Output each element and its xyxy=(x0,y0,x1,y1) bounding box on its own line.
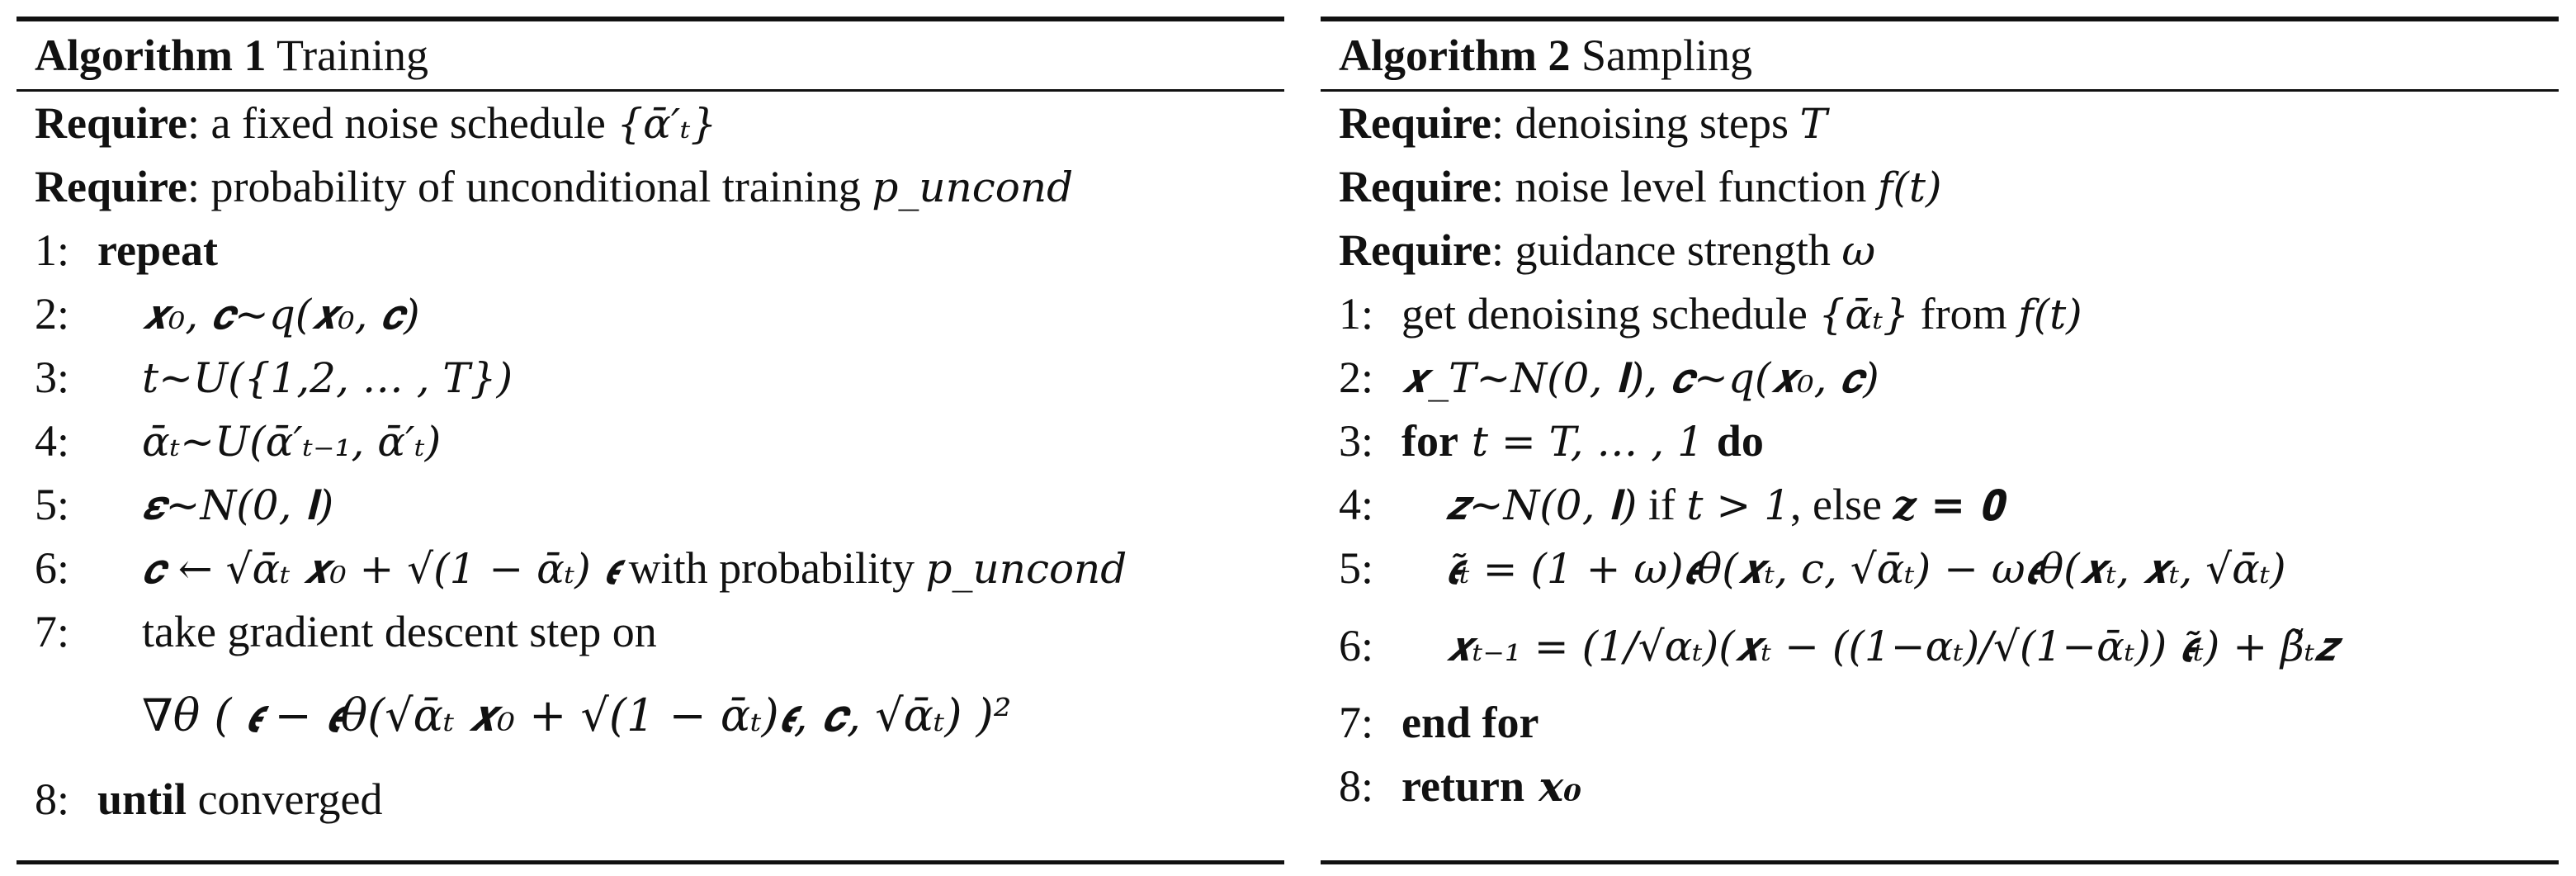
algorithm-step: 4:ᾱₜ~U(ᾱ′ₜ₋₁, ᾱ′ₜ) xyxy=(35,416,442,466)
algorithm-step: 2:𝒙_T~N(0, 𝐈), 𝒄~q(𝒙₀, 𝒄) xyxy=(1339,353,1879,402)
require-line: Require: guidance strength ω xyxy=(1339,225,1876,275)
algorithm-2-title: Sampling xyxy=(1581,31,1752,80)
algorithm-step: 3:t~U({1,2, … , T}) xyxy=(35,353,513,402)
require-line: Require: a fixed noise schedule {ᾱ′ₜ} xyxy=(35,98,717,148)
algorithm-1-header: Algorithm 1 Training xyxy=(17,21,1284,89)
algorithm-step: 7:end for xyxy=(1339,698,1539,747)
algorithm-step: 8:until converged xyxy=(35,774,383,824)
algorithm-2-label: Algorithm 2 xyxy=(1339,31,1571,80)
algorithm-step: 3:for t = T, … , 1 do xyxy=(1339,416,1764,466)
require-line: Require: noise level function f(t) xyxy=(1339,162,1942,211)
header-rule xyxy=(17,89,1284,92)
algorithm-step: 8:return 𝒙₀ xyxy=(1339,761,1582,811)
algorithm-step: 4:𝒛~N(0, 𝐈) if t > 1, else 𝒛 = 𝟎 xyxy=(1339,480,2003,529)
top-rule xyxy=(1321,17,2559,21)
algorithm-1-title: Training xyxy=(277,31,429,80)
require-line: Require: denoising steps T xyxy=(1339,98,1827,148)
algorithm-step: 1:get denoising schedule {ᾱₜ} from f(t) xyxy=(1339,289,2082,339)
algorithm-1-label: Algorithm 1 xyxy=(35,31,267,80)
algorithm-step: 1:repeat xyxy=(35,225,218,275)
algorithm-step: 5:𝜺~N(0, 𝐈) xyxy=(35,480,334,529)
algorithm-step: 2:𝒙₀, 𝒄~q(𝒙₀, 𝒄) xyxy=(35,289,420,339)
algorithm-1-training: Algorithm 1 Training Require: a fixed no… xyxy=(17,17,1284,864)
algorithm-step: 7:take gradient descent step on xyxy=(35,607,657,656)
require-line: Require: probability of unconditional tr… xyxy=(35,162,1074,211)
algorithm-2-header: Algorithm 2 Sampling xyxy=(1321,21,2559,89)
algorithm-step: 5:𝝐̃ₜ = (1 + ω)𝝐θ(𝒙ₜ, c, √ᾱₜ) − ω𝝐θ(𝒙ₜ, … xyxy=(1339,543,2286,593)
bottom-rule xyxy=(17,860,1284,864)
top-rule xyxy=(17,17,1284,21)
algorithm-2-sampling: Algorithm 2 Sampling Require: denoising … xyxy=(1321,17,2559,864)
algorithm-step: 6:𝒙ₜ₋₁ = (1/√αₜ)(𝒙ₜ − ((1−αₜ)/√(1−ᾱₜ)) 𝝐… xyxy=(1339,621,2337,670)
algorithm-step: 6:𝒄 ← √ᾱₜ 𝒙₀ + √(1 − ᾱₜ) 𝝐 with probabil… xyxy=(35,543,1127,593)
bottom-rule xyxy=(1321,860,2559,864)
header-rule xyxy=(1321,89,2559,92)
gradient-formula: ∇θ ( 𝝐 − 𝝐θ(√ᾱₜ 𝒙₀ + √(1 − ᾱₜ)𝝐, 𝒄, √ᾱₜ)… xyxy=(142,689,1012,741)
